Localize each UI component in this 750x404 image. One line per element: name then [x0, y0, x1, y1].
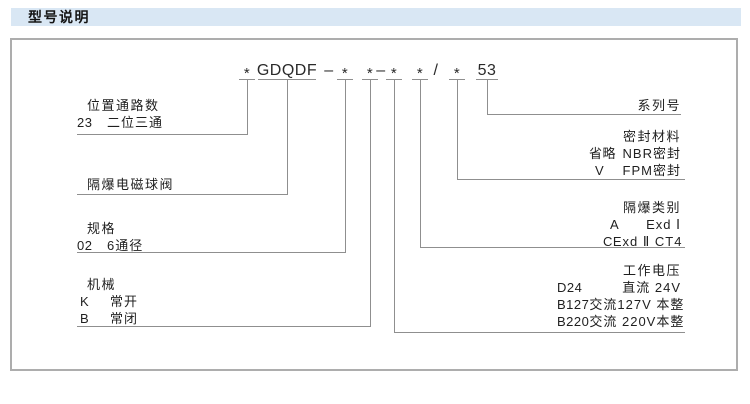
code-part-series-number: 53	[477, 62, 497, 79]
row-desc: FPM密封	[622, 163, 681, 178]
label-block-spec: 规格 02 6通径	[77, 220, 143, 254]
page-title: 型号说明	[28, 9, 90, 25]
row-code: 23	[77, 115, 93, 130]
block-title: 机械	[87, 277, 117, 292]
code-part-dash-2: –	[376, 62, 386, 79]
row-code: B127	[557, 297, 590, 312]
code-part-placeholder-5: *	[416, 65, 424, 82]
underline-tick-7	[449, 79, 465, 80]
block-title: 隔爆类别	[622, 200, 681, 215]
row-code: K	[80, 294, 90, 309]
block-row: B127 交流127V 本整	[557, 296, 685, 313]
code-part-placeholder-3: *	[366, 65, 374, 82]
label-block-mechanical: 机械 K 常开 B 常闭	[77, 276, 138, 327]
connector-vline-explosion-class	[420, 80, 421, 247]
connector-hline-spec	[77, 252, 346, 253]
label-block-valve-type: 隔爆电磁球阀	[77, 176, 174, 193]
block-row: K 常开	[77, 293, 138, 310]
connector-vline-valve-type	[287, 80, 288, 194]
block-row: A Exd Ⅰ	[596, 216, 681, 233]
label-block-seal-material: 密封材料 省略 NBR密封 V FPM密封	[589, 128, 681, 179]
code-part-placeholder-1: *	[243, 65, 251, 82]
section-header-bar: 型号说明	[11, 8, 741, 26]
row-code: D24	[557, 280, 583, 295]
connector-vline-spec	[345, 80, 346, 252]
underline-tick-2	[258, 79, 316, 80]
underline-tick-6	[412, 79, 428, 80]
block-row: 02 6通径	[77, 237, 143, 254]
block-row: C Exd Ⅱ CT4	[596, 233, 681, 250]
connector-vline-series-number	[487, 80, 488, 114]
row-code: C	[603, 234, 613, 249]
row-desc: Exd Ⅰ	[646, 217, 681, 232]
connector-hline-valve-type	[77, 194, 288, 195]
block-title: 系列号	[637, 98, 681, 113]
underline-tick-1	[239, 79, 255, 80]
block-title: 隔爆电磁球阀	[87, 177, 175, 192]
block-row: 23 二位三通	[77, 114, 163, 131]
block-title: 密封材料	[622, 129, 681, 144]
row-code: 02	[77, 238, 93, 253]
code-part-series-letters: GDQDF	[256, 62, 318, 79]
row-desc: NBR密封	[622, 146, 681, 161]
connector-hline-series-number	[487, 114, 681, 115]
row-desc: 交流127V 本整	[589, 297, 685, 312]
row-code: 省略	[589, 146, 617, 161]
block-row: B 常闭	[77, 310, 138, 327]
block-title: 规格	[87, 221, 117, 236]
label-block-series-number: 系列号	[637, 97, 681, 114]
block-row: 省略 NBR密封	[589, 145, 681, 162]
code-part-placeholder-4: *	[390, 65, 398, 82]
underline-tick-8	[476, 79, 498, 80]
block-row: D24 直流 24V	[557, 279, 681, 296]
connector-vline-position-channels	[247, 80, 248, 134]
connector-vline-voltage	[394, 80, 395, 332]
row-desc: Exd Ⅱ CT4	[612, 234, 683, 249]
label-block-working-voltage: 工作电压 D24 直流 24V B127 交流127V 本整 B220 交流 2…	[557, 262, 685, 330]
code-part-placeholder-6: *	[453, 65, 461, 82]
block-title: 工作电压	[622, 263, 681, 278]
row-code: B220	[557, 314, 590, 329]
label-block-explosion-class: 隔爆类别 A Exd Ⅰ C Exd Ⅱ CT4	[596, 199, 681, 250]
connector-hline-mechanical	[77, 326, 371, 327]
row-desc: 常闭	[110, 311, 139, 326]
connector-hline-seal-material	[457, 179, 685, 180]
block-row: B220 交流 220V本整	[557, 313, 685, 330]
row-code: A	[610, 217, 620, 232]
row-desc: 常开	[110, 294, 139, 309]
row-desc: 交流 220V本整	[589, 314, 685, 329]
label-block-position-channels: 位置通路数 23 二位三通	[77, 97, 163, 131]
code-part-dash-1: –	[324, 62, 334, 79]
block-title: 位置通路数	[87, 98, 160, 113]
model-code-diagram-panel: * GDQDF – * * – * * / * 53	[10, 38, 738, 371]
row-code: V	[595, 163, 605, 178]
row-code: B	[80, 311, 90, 326]
row-desc: 6通径	[107, 238, 144, 253]
underline-tick-4	[362, 79, 378, 80]
connector-hline-explosion-class	[420, 247, 685, 248]
diagram-canvas: * GDQDF – * * – * * / * 53	[12, 40, 736, 369]
underline-tick-5	[386, 79, 402, 80]
code-part-slash: /	[433, 62, 439, 79]
underline-tick-3	[337, 79, 353, 80]
code-part-placeholder-2: *	[341, 65, 349, 82]
row-desc: 直流 24V	[622, 280, 681, 295]
connector-hline-voltage	[394, 332, 685, 333]
connector-vline-seal-material	[457, 80, 458, 179]
connector-hline-position-channels	[77, 134, 248, 135]
row-desc: 二位三通	[107, 115, 164, 130]
block-row: V FPM密封	[589, 162, 681, 179]
connector-vline-mechanical	[370, 80, 371, 326]
